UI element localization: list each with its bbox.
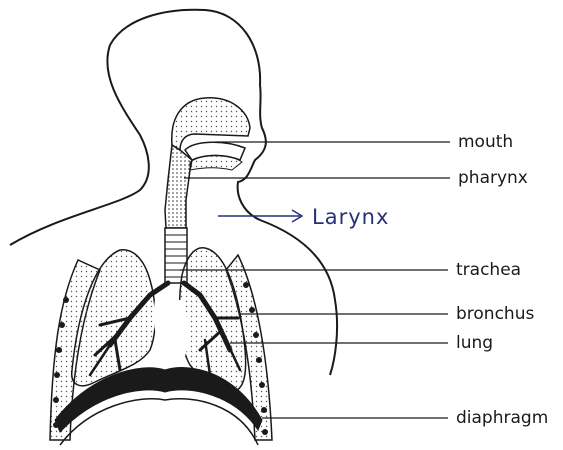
heart-area xyxy=(154,300,189,365)
annotation-larynx: Larynx xyxy=(312,205,389,229)
label-bronchus: bronchus xyxy=(456,304,534,324)
label-trachea: trachea xyxy=(456,260,521,280)
label-diaphragm: diaphragm xyxy=(456,408,548,428)
label-mouth: mouth xyxy=(458,132,513,152)
pharynx xyxy=(165,145,192,228)
label-lung: lung xyxy=(456,333,493,353)
label-pharynx: pharynx xyxy=(458,168,528,188)
